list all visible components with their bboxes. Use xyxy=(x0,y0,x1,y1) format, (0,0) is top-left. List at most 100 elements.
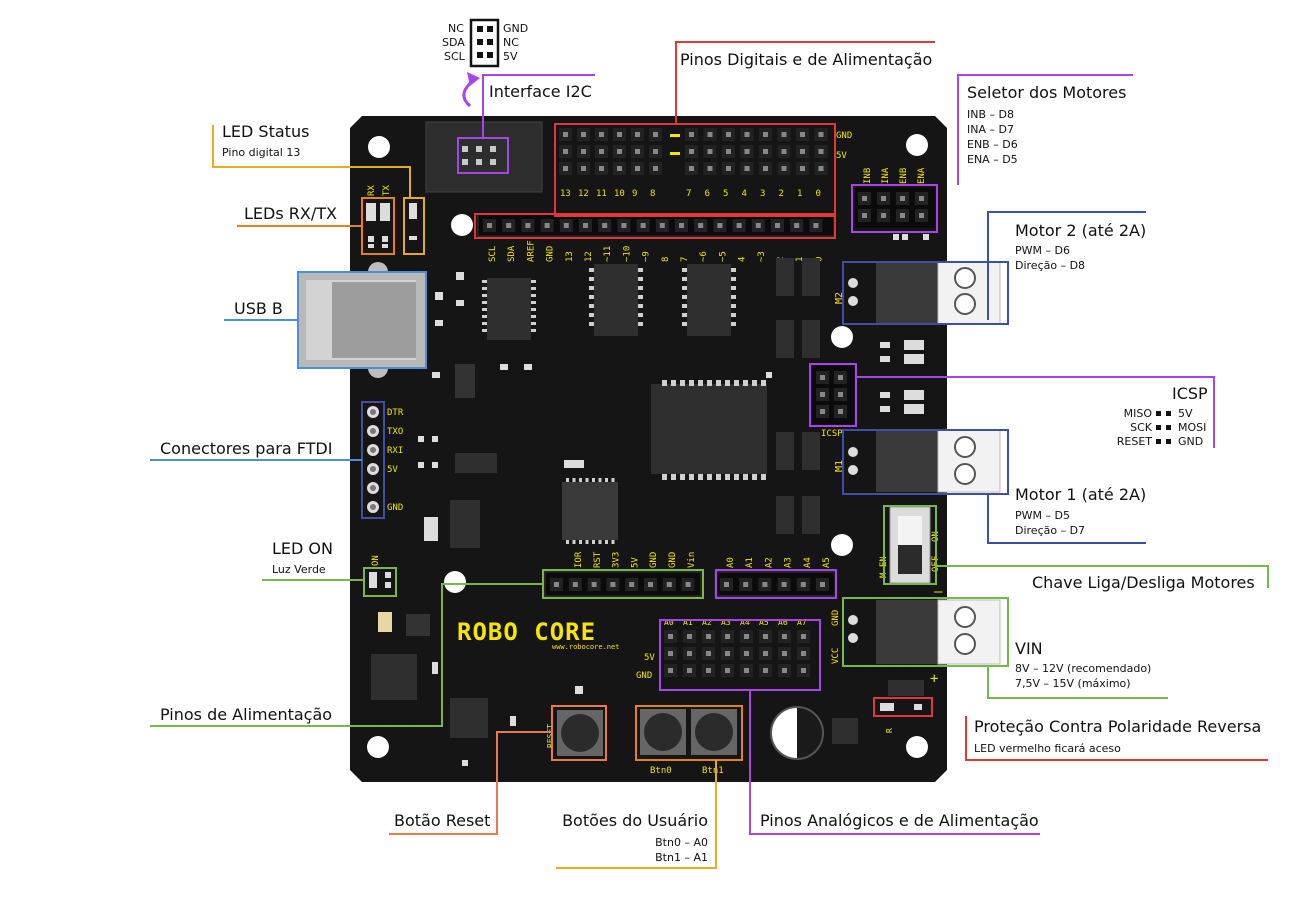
icsp-pin-pin xyxy=(820,392,825,397)
power-header-label: GND xyxy=(649,552,659,568)
power-header-pin-pin xyxy=(572,582,578,587)
power-header-label: RST xyxy=(593,551,603,568)
analog-header-pin-pin xyxy=(781,582,787,587)
motor-switch-title: Chave Liga/Desliga Motores xyxy=(1032,573,1255,592)
power-header-pin-pin xyxy=(685,582,691,587)
bottom-header-label: 4 xyxy=(738,257,748,262)
bottom-header-pin-pin xyxy=(621,223,627,228)
bottom-header-pin-pin xyxy=(563,223,569,228)
power-pins-title: Pinos de Alimentação xyxy=(160,705,333,724)
chip-leg xyxy=(585,540,589,544)
power-header-pin-pin xyxy=(554,582,559,587)
motor2-terminal xyxy=(848,261,1001,325)
chip-leg xyxy=(682,286,687,290)
chip-legs xyxy=(482,268,766,544)
digital-pin-pin xyxy=(707,149,713,154)
chip-leg xyxy=(662,380,667,386)
chip-leg xyxy=(638,286,643,290)
chip-leg xyxy=(598,478,602,482)
analog-header-label: A2 xyxy=(764,557,774,568)
selector-pin-pin xyxy=(900,196,905,201)
analog-grid-pin-pin xyxy=(706,651,711,656)
chip-leg xyxy=(531,308,536,311)
digital-title: Pinos Digitais e de Alimentação xyxy=(680,50,933,69)
chip-leg xyxy=(689,380,694,386)
digital-top-label: 8 xyxy=(650,189,655,199)
digital-pin-pin xyxy=(763,132,768,137)
ftdi-label: DTR xyxy=(387,408,404,418)
chip-leg xyxy=(585,478,589,482)
chip-leg xyxy=(531,322,536,325)
digital-pin-pin xyxy=(653,132,658,137)
bottom-header-label: SCL xyxy=(488,246,498,262)
chip-leg xyxy=(731,277,736,281)
analog-grid-pin-pin xyxy=(744,668,749,673)
chip-leg xyxy=(482,287,487,290)
i2c-connector xyxy=(469,18,500,68)
bottom-header-label: ~10 xyxy=(622,246,632,262)
chip-leg xyxy=(716,380,721,386)
bottom-header-pin-pin xyxy=(813,223,819,228)
chip-leg xyxy=(671,380,676,386)
chip-leg xyxy=(592,540,595,544)
digital-top-label: 13 xyxy=(560,189,571,199)
power-header xyxy=(544,571,702,597)
chip-leg xyxy=(482,301,487,304)
chip-leg xyxy=(531,329,536,332)
chip-leg xyxy=(725,380,730,386)
reset-button xyxy=(557,710,603,756)
chip-leg xyxy=(589,268,594,272)
btn1-button xyxy=(691,709,737,755)
bottom-header-label: ~6 xyxy=(699,251,709,262)
chip-leg xyxy=(598,540,602,544)
chip-leg xyxy=(698,474,703,480)
icsp-miso: MISO xyxy=(1123,407,1152,420)
icsp-pin-pin xyxy=(838,392,843,397)
digital-top-label: 4 xyxy=(742,189,747,199)
digital-pin-pin xyxy=(707,166,713,171)
robocore-url: www.robocore.net xyxy=(552,643,619,651)
icsp-title: ICSP xyxy=(1172,384,1208,403)
usb-b-connector xyxy=(297,262,427,378)
silk-dash-1 xyxy=(670,134,680,137)
bottom-header-label: ~3 xyxy=(757,251,767,262)
i2c-sda-label: SDA xyxy=(442,36,465,49)
reverse-sub: LED vermelho ficará aceso xyxy=(974,742,1121,755)
motor1-line-2: Direção – D7 xyxy=(1015,524,1086,537)
chip-leg xyxy=(482,315,487,318)
bottom-header-label: 8 xyxy=(661,257,671,262)
digital-pin-pin xyxy=(818,149,824,154)
vin-line-2: 7,5V – 15V (máximo) xyxy=(1015,677,1131,690)
digital-pin-pin xyxy=(635,149,640,154)
power-header-pin-pin xyxy=(591,582,597,587)
chip-leg xyxy=(572,478,576,482)
gnd-silk: GND xyxy=(831,610,841,626)
chip-leg xyxy=(531,280,536,283)
i2c-5v-label: 5V xyxy=(503,50,518,63)
digital-pin-pin xyxy=(617,149,622,154)
chip-leg xyxy=(761,474,766,480)
digital-pin-pin xyxy=(744,149,750,154)
chip-leg xyxy=(731,304,736,308)
motor2-leds xyxy=(880,340,924,364)
motor1-title: Motor 1 (até 2A) xyxy=(1015,485,1147,504)
analog-grid-label: A4 xyxy=(740,618,750,627)
digital-pin-pin xyxy=(689,166,694,171)
selector-pin-dots xyxy=(858,192,928,222)
m2-silk: M2 xyxy=(834,292,845,304)
analog-grid-pin-pin xyxy=(687,634,692,639)
chip-leg xyxy=(761,380,766,386)
digital-pin-pin xyxy=(599,166,604,171)
analog-grid-label: A2 xyxy=(702,618,712,627)
m1-silk: M1 xyxy=(834,460,845,472)
selector-jumpers xyxy=(893,234,929,240)
chip-leg xyxy=(611,478,615,482)
header-gnd-label: GND xyxy=(836,131,852,141)
selector-pin-pin xyxy=(862,213,867,218)
vin-line-1: 8V – 12V (recomendado) xyxy=(1015,662,1152,675)
bottom-header-label: 12 xyxy=(584,251,594,262)
chip-leg xyxy=(731,313,736,317)
bottom-header-pin-pin xyxy=(717,223,723,228)
motor-selector-line-2: INA – D7 xyxy=(967,123,1014,136)
